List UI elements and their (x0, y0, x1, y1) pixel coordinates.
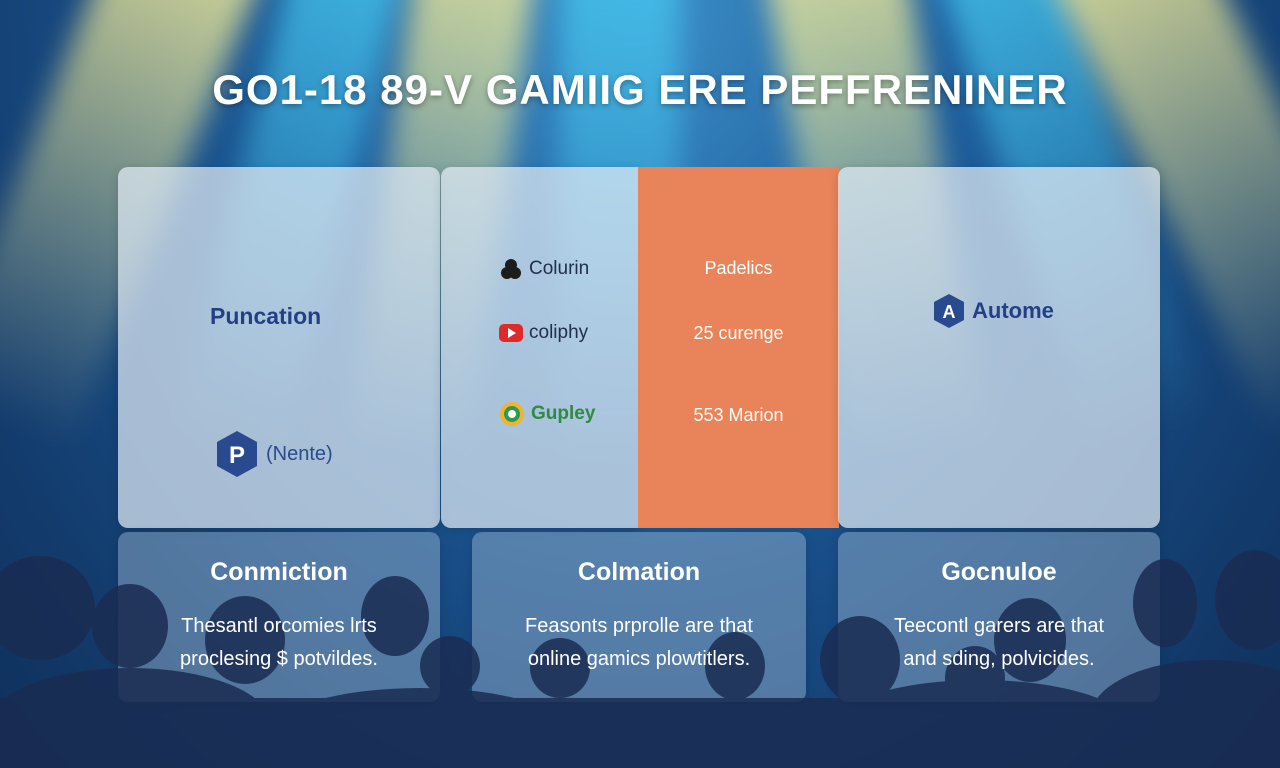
card-text-line: and sding, polvicides. (903, 648, 1095, 670)
left-panel-logo-label: (Nente) (266, 442, 333, 465)
left-panel-heading: Puncation (210, 303, 322, 329)
brand-item-gupley: Gupley (499, 401, 595, 427)
dark-blob-icon (501, 259, 521, 279)
card-text-line: Feasonts prprolle are that (525, 615, 753, 637)
card-title: Conmiction (210, 558, 348, 586)
card-text-line: Thesantl orcomies lrts (181, 615, 377, 637)
left-panel-logo: P (Nente) (214, 429, 333, 479)
brand-item-coliphy: coliphy (499, 322, 588, 344)
a-hexagon-icon: A (934, 294, 964, 328)
audience-silhouette (0, 550, 1280, 768)
middle-panel (441, 167, 639, 528)
left-panel: Puncation P (Nente) (118, 167, 440, 528)
brand-label: Gupley (531, 403, 596, 424)
brand-label: Colurin (529, 258, 590, 279)
card-text-line: online gamics plowtitlers. (527, 648, 751, 670)
card-text: Teecontl garers are that and sding, polv… (838, 610, 1160, 676)
swirl-logo-icon (500, 402, 524, 426)
right-panel-logo: A Autome (932, 293, 1054, 329)
brand-item-colurin: Colurin (499, 257, 589, 281)
card-text: Thesantl orcomies lrts proclesing $ potv… (118, 610, 440, 676)
card-title: Gocnuloe (941, 558, 1057, 586)
stat-label: 553 Marion (693, 405, 784, 425)
right-panel: A Autome (838, 167, 1160, 528)
card-text-line: proclesing $ potvildes. (180, 648, 378, 670)
stat-label: 25 curenge (693, 323, 784, 343)
page-title: GO1-18 89-V GAMIIG ERE PEFFRENINER (212, 66, 1068, 113)
card-text-line: Teecontl garers are that (893, 615, 1105, 637)
svg-text:P: P (229, 442, 245, 469)
highlight-column (638, 167, 839, 528)
p-hexagon-icon: P (217, 431, 257, 477)
right-panel-heading: Autome (972, 298, 1054, 323)
play-button-icon (499, 324, 523, 342)
card-text: Feasonts prprolle are that online gamics… (472, 610, 806, 676)
brand-label: coliphy (529, 322, 589, 343)
card-title: Colmation (577, 558, 701, 586)
svg-text:A: A (943, 302, 956, 322)
stat-label: Padelics (704, 258, 773, 278)
